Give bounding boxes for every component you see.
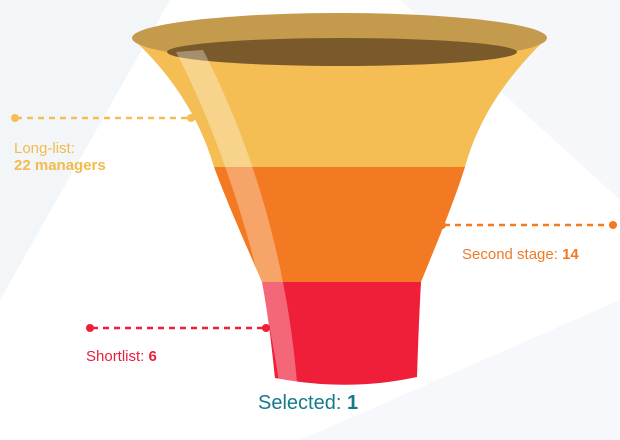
funnel-section-shortlist [262,282,421,385]
long-list-label: Long-list: 22 managers [14,140,106,174]
second-stage-value: 14 [562,246,579,263]
funnel-highlight [176,50,297,383]
connector-dot-shortlist-left [86,324,94,332]
second-stage-label: Second stage: 14 [462,246,579,263]
funnel-section-long-list [132,38,547,167]
shortlist-value: 6 [148,348,157,365]
shortlist-caption: Shortlist: [86,348,149,365]
selected-caption: Selected: [258,392,347,414]
shortlist-label: Shortlist: 6 [86,348,157,365]
connector-dot-long-list-right [187,114,195,122]
funnel-opening [167,38,517,66]
connector-dot-long-list-left [11,114,19,122]
connector-dot-shortlist-right [262,324,270,332]
second-stage-caption: Second stage: [462,246,563,263]
connector-dot-second-stage-left [438,221,446,229]
long-list-value: 22 managers [14,157,106,174]
selected-value: 1 [346,392,359,414]
connector-dot-second-stage-right [609,221,617,229]
selected-label: Selected: 1 [258,392,358,414]
long-list-caption: Long-list: [14,140,75,157]
funnel-section-second-stage [214,167,465,282]
